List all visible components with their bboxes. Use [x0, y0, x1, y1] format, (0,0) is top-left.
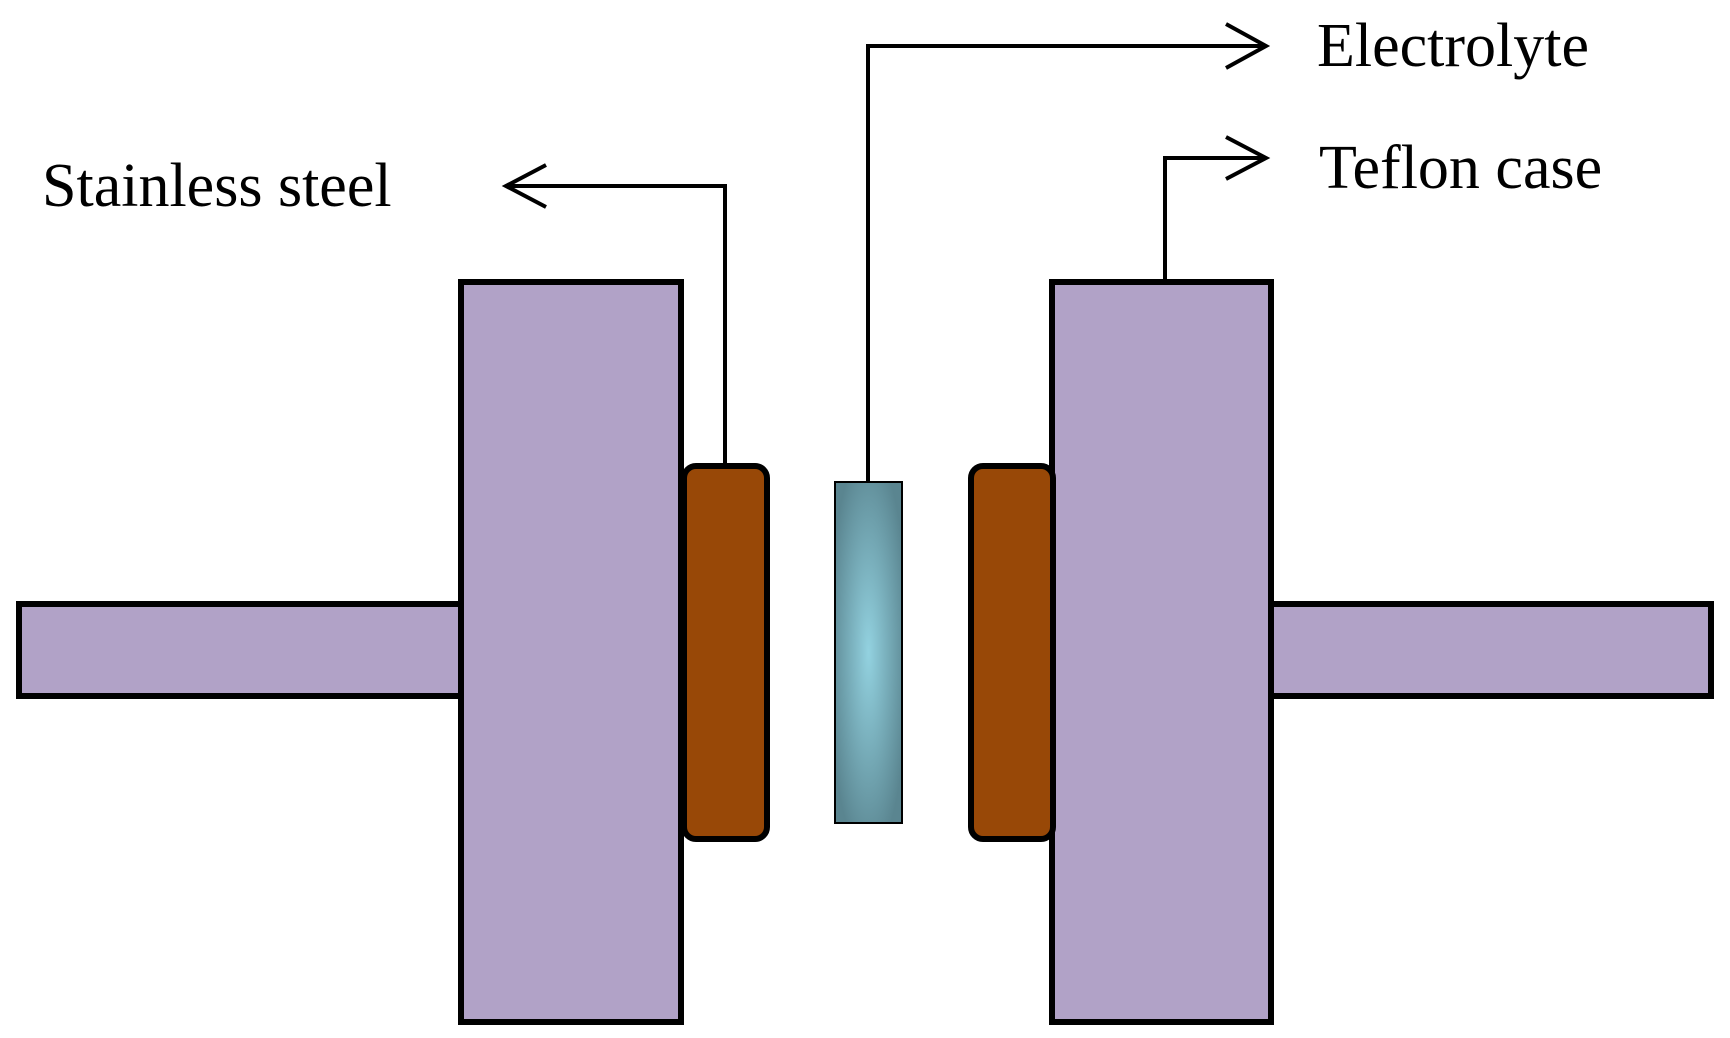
- stainless-steel-label: Stainless steel: [42, 152, 392, 220]
- right-rod: [1268, 601, 1714, 699]
- electrolyte-label: Electrolyte: [1317, 12, 1589, 80]
- teflon-case-label: Teflon case: [1319, 134, 1602, 202]
- electrolyte-arrowhead: [1225, 22, 1271, 70]
- stainless-steel-leader-line: [508, 184, 727, 466]
- right-stainless-steel-electrode: [968, 463, 1056, 842]
- stainless-steel-arrowhead: [501, 163, 547, 209]
- teflon-case-arrowhead: [1225, 135, 1271, 181]
- left-stainless-steel-electrode: [681, 463, 770, 842]
- left-teflon-case: [458, 279, 684, 1025]
- electrolyte-layer: [834, 481, 903, 824]
- left-rod: [16, 601, 464, 699]
- electrolyte-leader-line: [866, 44, 1262, 482]
- teflon-case-leader-line: [1163, 156, 1262, 282]
- right-teflon-case: [1049, 279, 1274, 1025]
